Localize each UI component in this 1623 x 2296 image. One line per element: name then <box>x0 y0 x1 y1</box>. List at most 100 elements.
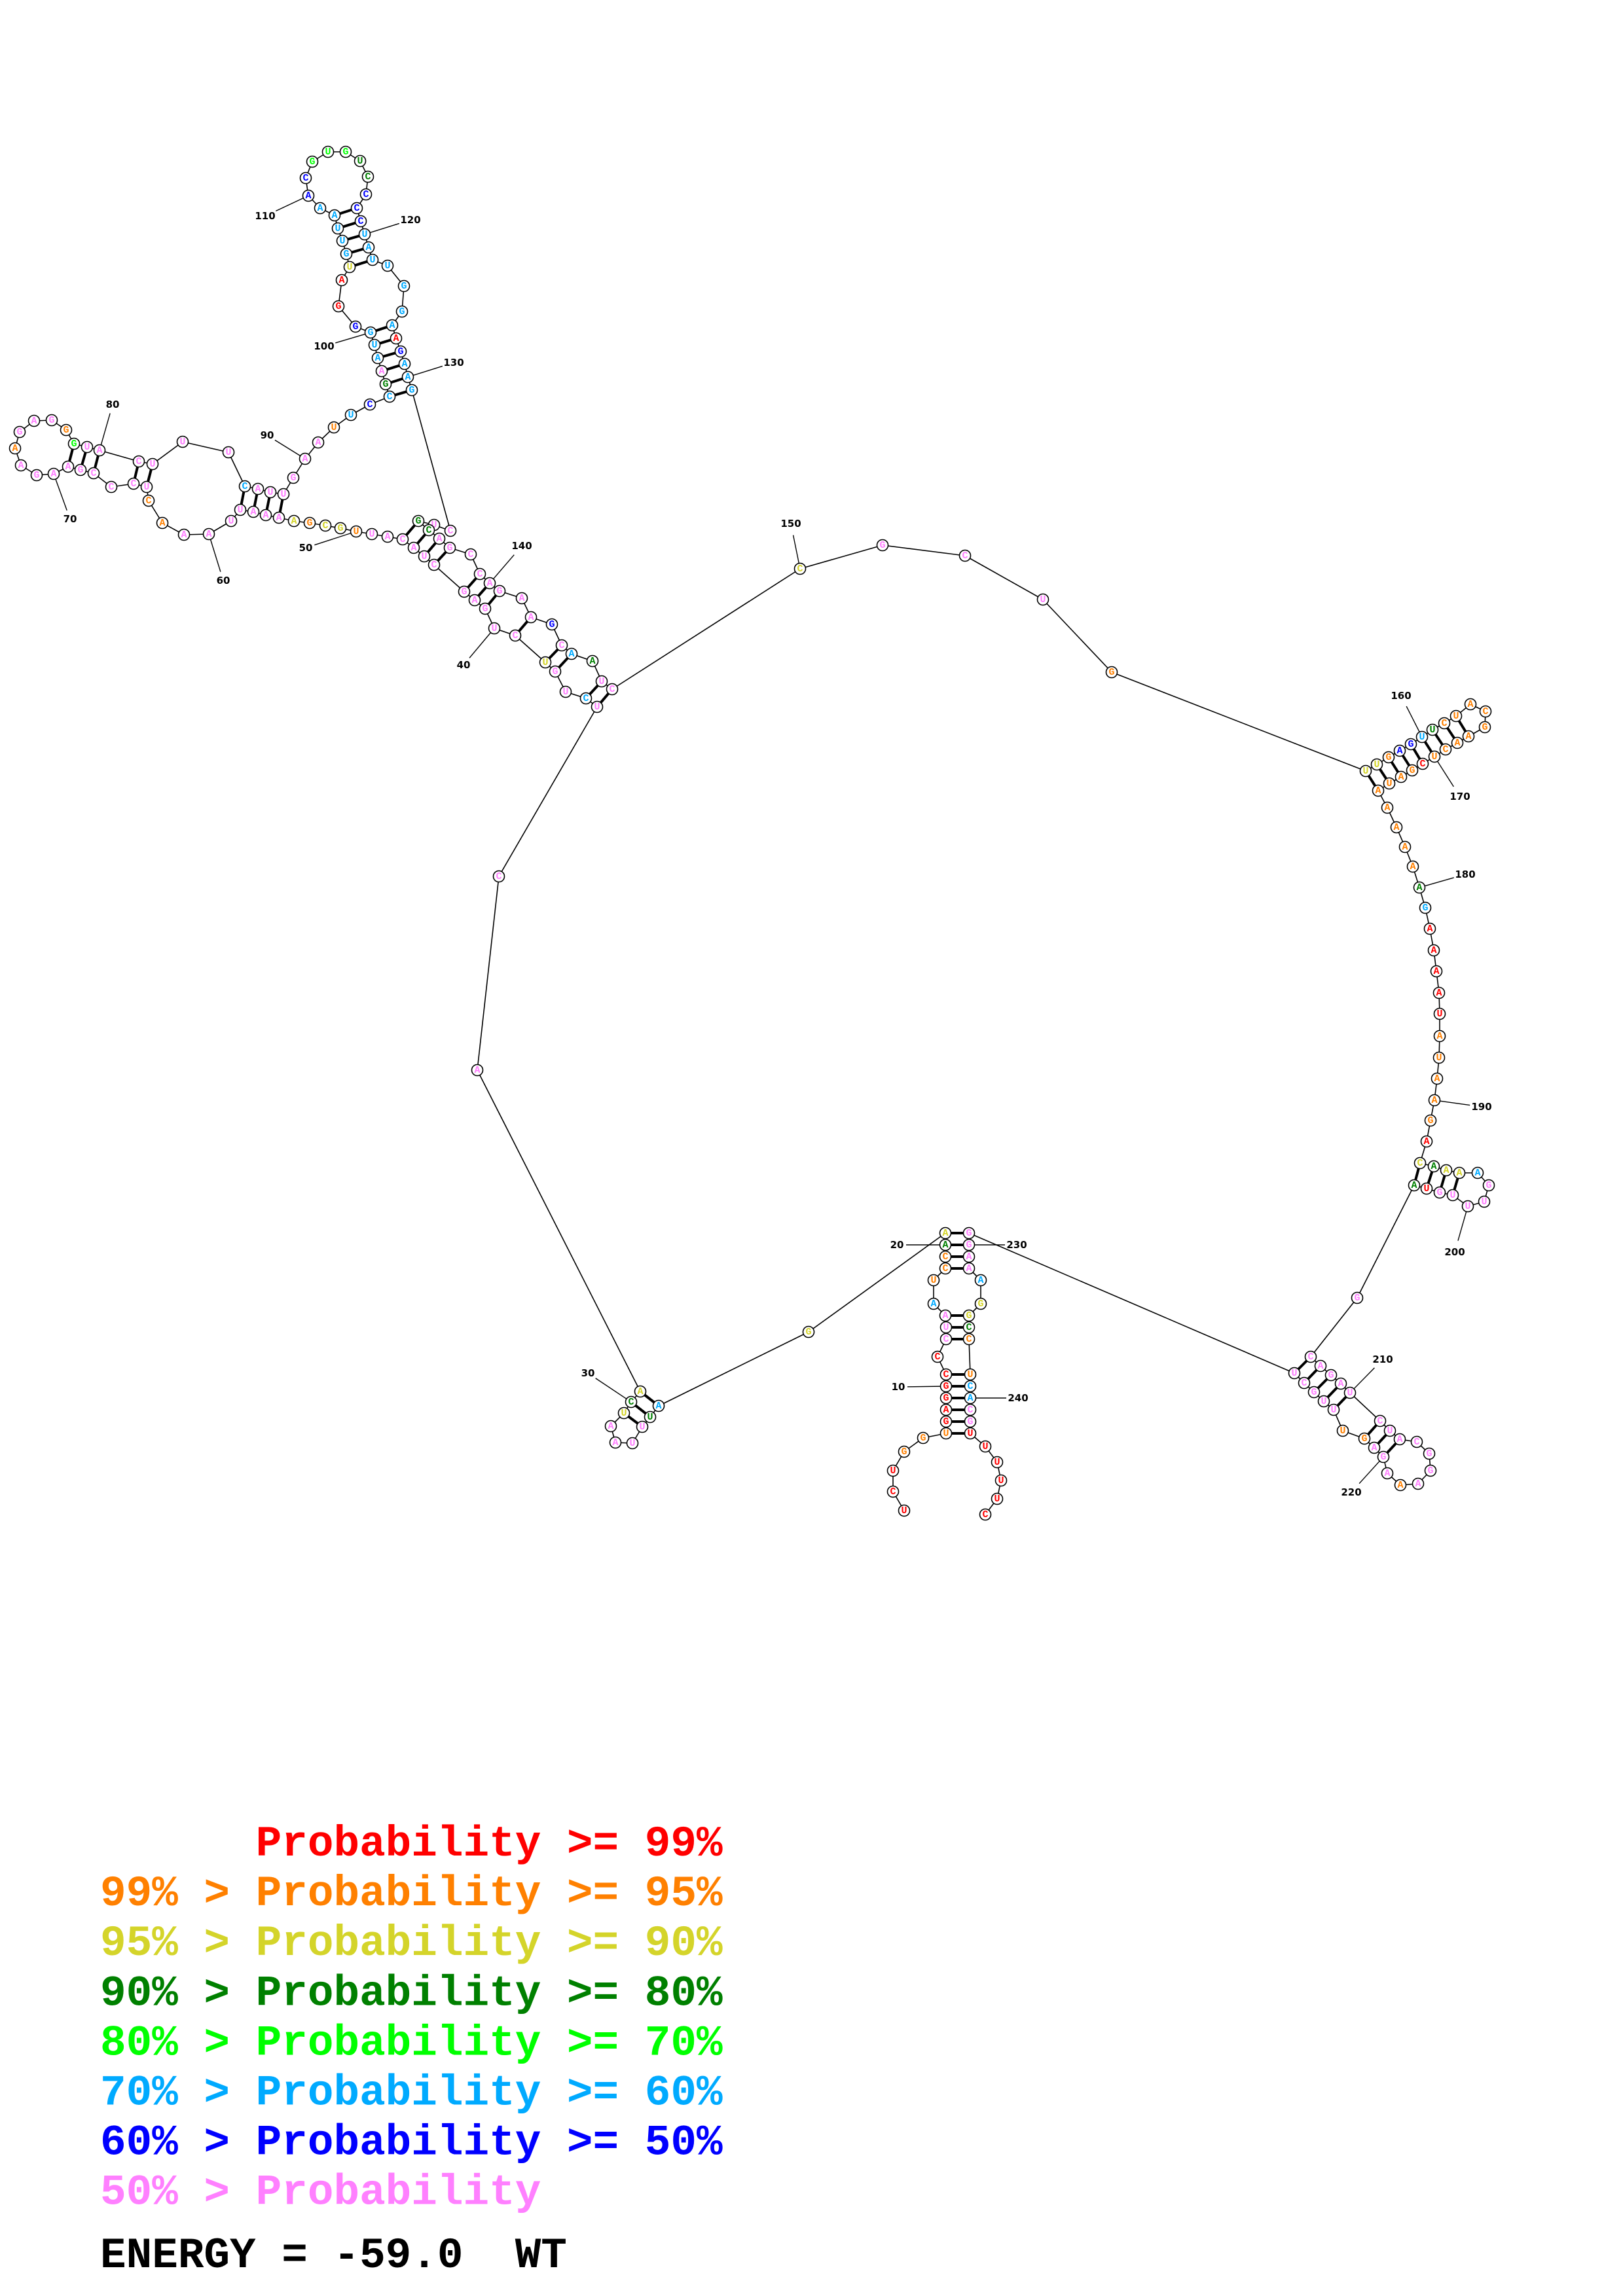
nucleotide-circle <box>264 486 277 499</box>
nucleotide: A <box>259 509 272 522</box>
nucleotide: A <box>609 1436 622 1449</box>
nucleotide-circle <box>898 1504 911 1517</box>
nucleotide: C <box>958 549 972 562</box>
nucleotide-letter: C <box>962 550 968 562</box>
nucleotide-circle <box>156 516 169 529</box>
base-pair-bond <box>416 533 427 545</box>
nucleotide-letter: G <box>1409 765 1415 776</box>
backbone-link <box>1111 672 1366 772</box>
nucleotide: G <box>74 463 87 476</box>
nucleotide-circle <box>1395 770 1408 783</box>
nucleotide-letter: C <box>447 526 453 537</box>
nucleotide-circle <box>962 1321 976 1334</box>
nucleotide-circle <box>991 1492 1004 1505</box>
nucleotide-circle <box>395 305 409 318</box>
nucleotide-circle <box>336 234 349 247</box>
nucleotide-circle <box>1334 1377 1347 1390</box>
nucleotide-letter: U <box>149 459 155 470</box>
nucleotide-letter: U <box>998 1475 1004 1486</box>
nucleotide-circle <box>1406 860 1419 873</box>
position-label-leader <box>335 333 366 344</box>
nucleotide-circle <box>939 1321 953 1334</box>
nucleotide: U <box>626 1437 639 1450</box>
nucleotide: G <box>349 320 362 333</box>
nucleotide-letter: A <box>966 1251 972 1263</box>
nucleotide-letter: A <box>568 649 574 660</box>
nucleotide-circle <box>1433 1007 1446 1020</box>
nucleotide: U <box>344 408 357 422</box>
nucleotide-circle <box>287 514 301 528</box>
nucleotide-circle <box>565 647 578 660</box>
nucleotide-circle <box>876 539 889 552</box>
base-pair-bond <box>518 620 528 632</box>
nucleotide-circle <box>1426 723 1439 736</box>
base-pair-bond <box>253 493 259 507</box>
nucleotide: U <box>939 1427 953 1440</box>
nucleotide: G <box>939 1380 953 1393</box>
nucleotide-circle <box>238 480 251 493</box>
nucleotide-circle <box>962 1227 976 1240</box>
nucleotide-letter: A <box>942 1240 948 1251</box>
position-label: 40 <box>457 659 471 671</box>
nucleotide-circle <box>390 332 403 345</box>
nucleotide-letter: A <box>206 529 211 540</box>
nucleotide-circle <box>1377 1450 1390 1463</box>
nucleotide-circle <box>591 700 604 713</box>
nucleotide: G <box>67 437 81 450</box>
base-pair-bond <box>394 390 407 397</box>
base-pair-bond <box>386 364 400 371</box>
nucleotide-letter: G <box>401 281 407 292</box>
base-pair-bond <box>240 491 246 505</box>
nucleotide-circle <box>1438 717 1451 730</box>
nucleotide: A <box>1432 986 1446 999</box>
nucleotide-circle <box>1398 840 1412 853</box>
nucleotide-circle <box>1105 666 1118 679</box>
nucleotide-circle <box>524 611 538 624</box>
nucleotide-letter: G <box>1422 903 1428 914</box>
nucleotide: U <box>1428 750 1441 763</box>
nucleotide: U <box>343 260 356 274</box>
nucleotide-circle <box>962 1238 976 1251</box>
nucleotide-circle <box>60 423 73 437</box>
position-label-leader <box>1424 877 1454 887</box>
nucleotide-circle <box>793 562 807 575</box>
nucleotide: C <box>962 1333 976 1346</box>
nucleotide-letter: G <box>63 425 69 436</box>
backbone-link <box>99 450 139 462</box>
nucleotide-letter: A <box>608 1421 613 1432</box>
nucleotide-letter: A <box>405 372 410 383</box>
nucleotide-circle <box>13 425 26 439</box>
nucleotide-circle <box>962 1333 976 1346</box>
nucleotide-circle <box>1393 1433 1406 1446</box>
nucleotide-circle <box>340 247 353 260</box>
nucleotide-letter: A <box>12 443 18 454</box>
nucleotide-letter: U <box>1330 1405 1336 1416</box>
nucleotide-circle <box>652 1399 665 1412</box>
nucleotide-circle <box>1410 1435 1423 1448</box>
nucleotide-letter: C <box>967 1381 973 1392</box>
nucleotide-circle <box>1461 1200 1474 1213</box>
nucleotide-letter: U <box>621 1408 627 1419</box>
nucleotide-circle <box>379 378 392 391</box>
nucleotide-circle <box>350 202 363 215</box>
nucleotide: A <box>1408 1179 1421 1192</box>
nucleotide-circle <box>886 1485 900 1498</box>
nucleotide: G <box>802 1325 815 1338</box>
nucleotide-letter: G <box>1361 1433 1367 1444</box>
nucleotide-letter: U <box>1429 725 1435 736</box>
nucleotide: C <box>383 390 396 403</box>
nucleotide-letter: U <box>930 1275 936 1286</box>
nucleotide-circle <box>964 1415 977 1428</box>
base-pair-bond <box>558 656 569 669</box>
nucleotide-circle <box>974 1274 987 1287</box>
nucleotide: C <box>555 639 568 652</box>
nucleotide: A <box>247 505 260 518</box>
nucleotide: A <box>156 516 169 529</box>
nucleotide-letter: U <box>225 447 231 458</box>
nucleotide-letter: A <box>389 320 395 331</box>
nucleotide: U <box>1450 709 1463 723</box>
nucleotide-letter: A <box>331 210 337 221</box>
nucleotide-circle <box>927 1274 940 1287</box>
nucleotide-circle <box>1383 777 1396 790</box>
base-pair-bond <box>1427 1171 1434 1184</box>
